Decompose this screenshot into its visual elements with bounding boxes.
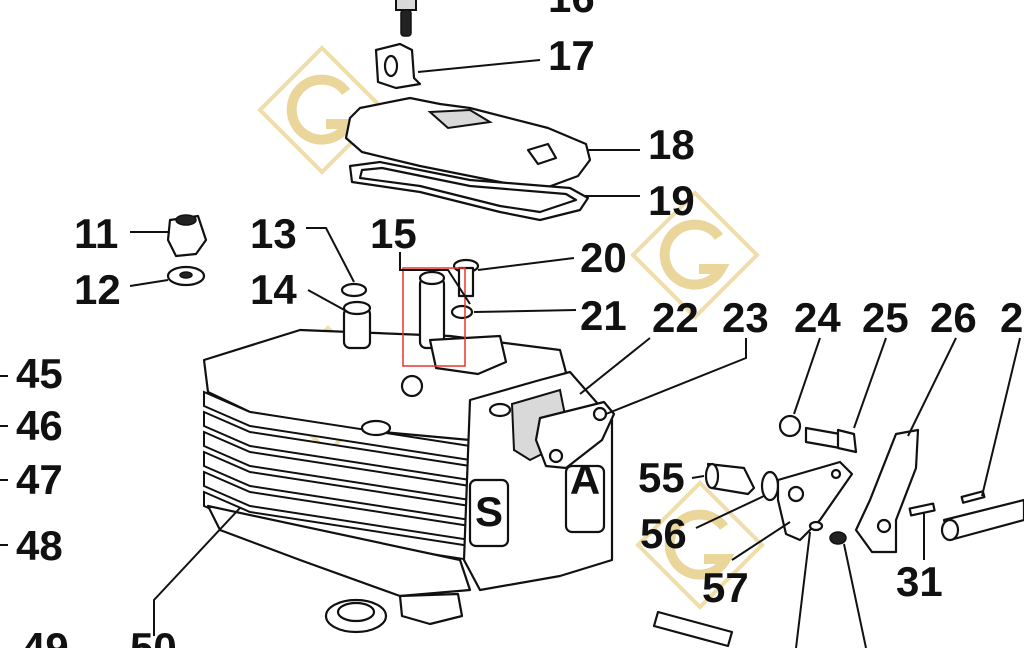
callout-46: 46 <box>16 402 63 449</box>
part-27-shaft <box>940 490 1024 542</box>
part-bottom-stud <box>652 610 734 648</box>
part-bottom-seal <box>324 598 388 634</box>
callout-14: 14 <box>250 266 297 313</box>
callout-12: 12 <box>74 266 121 313</box>
part-20-screw <box>452 258 480 298</box>
leader-lines <box>0 59 1021 648</box>
callout-13: 13 <box>250 210 297 257</box>
part-19-gasket <box>348 160 590 222</box>
callout-25: 25 <box>862 294 909 341</box>
part-18-valve-cover <box>344 96 592 192</box>
callout-55: 55 <box>638 454 685 501</box>
callout-27: 2 <box>1000 294 1023 341</box>
part-24-washer <box>778 414 802 438</box>
callout-labels: 16 17 18 19 11 12 13 14 15 20 21 22 23 2… <box>16 0 1023 648</box>
callout-57: 57 <box>702 564 749 611</box>
port-label-s: S <box>475 488 503 535</box>
callout-26: 26 <box>930 294 977 341</box>
callout-11: 11 <box>74 210 118 257</box>
callout-49: 49 <box>22 624 69 648</box>
callout-48: 48 <box>16 522 63 569</box>
part-23-flange-plate <box>534 400 616 470</box>
callout-20: 20 <box>580 234 627 281</box>
part-set-screw <box>808 520 847 545</box>
callout-56: 56 <box>640 510 687 557</box>
part-12-washer <box>166 265 206 287</box>
part-21-washer <box>450 304 474 320</box>
callout-18: 18 <box>648 121 695 168</box>
callout-15: 15 <box>370 210 417 257</box>
part-16-bolt <box>395 0 417 37</box>
part-17-bracket <box>374 42 422 90</box>
callout-31: 31 <box>896 558 943 605</box>
callout-22: 22 <box>652 294 699 341</box>
callout-24: 24 <box>794 294 841 341</box>
part-31-pin <box>908 502 936 517</box>
part-56-seal <box>760 470 780 502</box>
part-55-fitting <box>704 462 756 496</box>
callout-45: 45 <box>16 350 63 397</box>
part-57-plate <box>776 460 854 542</box>
part-26-lever <box>854 428 920 554</box>
callout-23: 23 <box>722 294 769 341</box>
callout-21: 21 <box>580 292 627 339</box>
port-label-a: A <box>570 456 600 503</box>
part-11-cap-nut <box>166 214 208 258</box>
callout-16: 16 <box>548 0 595 21</box>
callout-50: 50 <box>130 624 177 648</box>
part-bottom-plug <box>398 592 464 626</box>
callout-19: 19 <box>648 177 695 224</box>
callout-17: 17 <box>548 32 595 79</box>
part-13-o-ring <box>340 282 368 298</box>
callout-47: 47 <box>16 456 63 503</box>
part-25-bolt <box>804 426 858 454</box>
